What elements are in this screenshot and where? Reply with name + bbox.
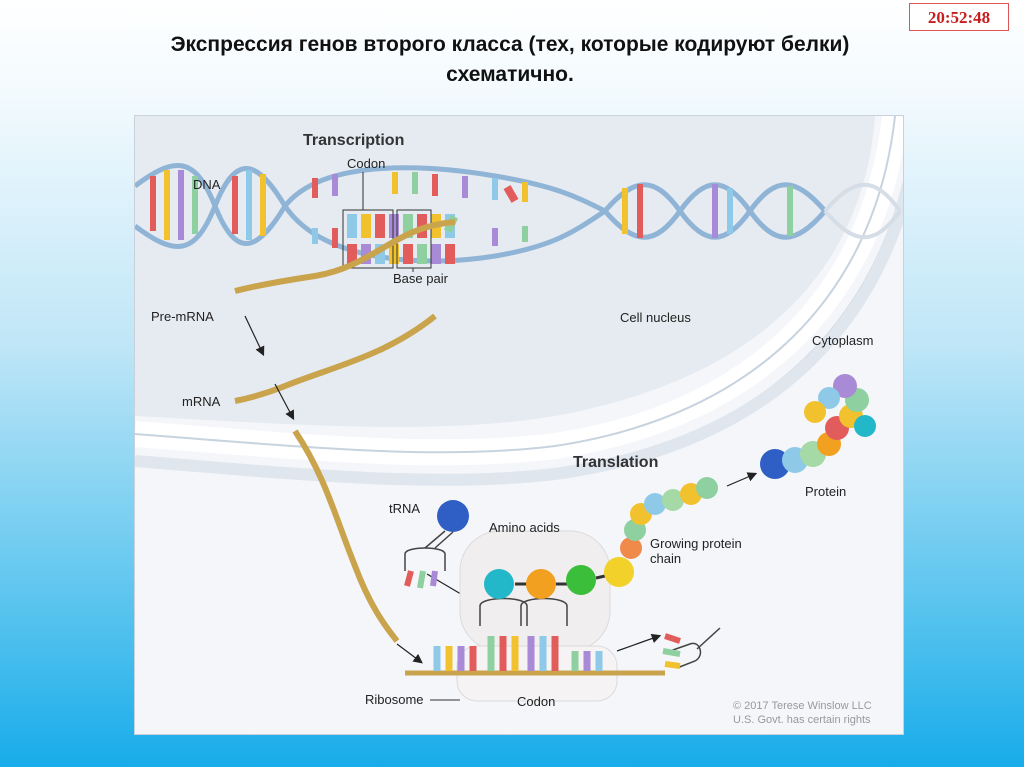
- outgoing-trna: [662, 627, 721, 669]
- label-codon-top: Codon: [347, 156, 385, 171]
- nuclear-membrane-edge: [135, 116, 896, 454]
- label-trna: tRNA: [389, 501, 420, 516]
- label-transcription: Transcription: [303, 132, 404, 149]
- label-cell-nucleus: Cell nucleus: [620, 310, 691, 325]
- outer-membrane: [135, 180, 903, 486]
- title-line-2: схематично.: [446, 63, 574, 86]
- nucleus-region: [135, 116, 875, 427]
- credit-line-2: U.S. Govt. has certain rights: [733, 714, 871, 726]
- label-mrna: mRNA: [182, 394, 221, 409]
- label-codon-bottom: Codon: [517, 694, 555, 709]
- label-translation: Translation: [573, 454, 658, 471]
- arrow-trna-out: [616, 633, 662, 652]
- amino-acid-chain: [434, 374, 876, 599]
- label-pre-mrna: Pre-mRNA: [151, 309, 214, 324]
- incoming-trna: [404, 530, 446, 589]
- credit-line-1: © 2017 Terese Winslow LLC: [733, 700, 872, 712]
- label-dna: DNA: [193, 177, 221, 192]
- mrna-strand-cytoplasm: [292, 429, 400, 643]
- pre-mrna-strand: [234, 219, 456, 294]
- label-protein: Protein: [805, 484, 846, 499]
- label-amino-acids: Amino acids: [489, 520, 560, 535]
- slide-title: Экспрессия генов второго класса (тех, ко…: [60, 30, 960, 90]
- label-base-pair: Base pair: [393, 271, 449, 286]
- label-growing-chain-2: chain: [650, 551, 681, 566]
- arrow-mrna-out: [274, 383, 295, 421]
- diagram-svg: Transcription Codon DNA Base pair Pre-mR…: [135, 116, 903, 726]
- title-line-1: Экспрессия генов второго класса (тех, ко…: [170, 33, 850, 56]
- arrow-pre-to-mrna: [244, 315, 265, 357]
- label-growing-chain-1: Growing protein: [650, 536, 742, 551]
- clock: 20:52:48: [909, 3, 1009, 31]
- arrow-to-protein: [726, 472, 758, 487]
- arrow-mrna-ribosome: [396, 643, 423, 664]
- label-cytoplasm: Cytoplasm: [812, 333, 873, 348]
- mrna-strand-nucleus: [234, 313, 437, 404]
- label-ribosome: Ribosome: [365, 692, 424, 707]
- gene-expression-diagram: Transcription Codon DNA Base pair Pre-mR…: [134, 115, 904, 735]
